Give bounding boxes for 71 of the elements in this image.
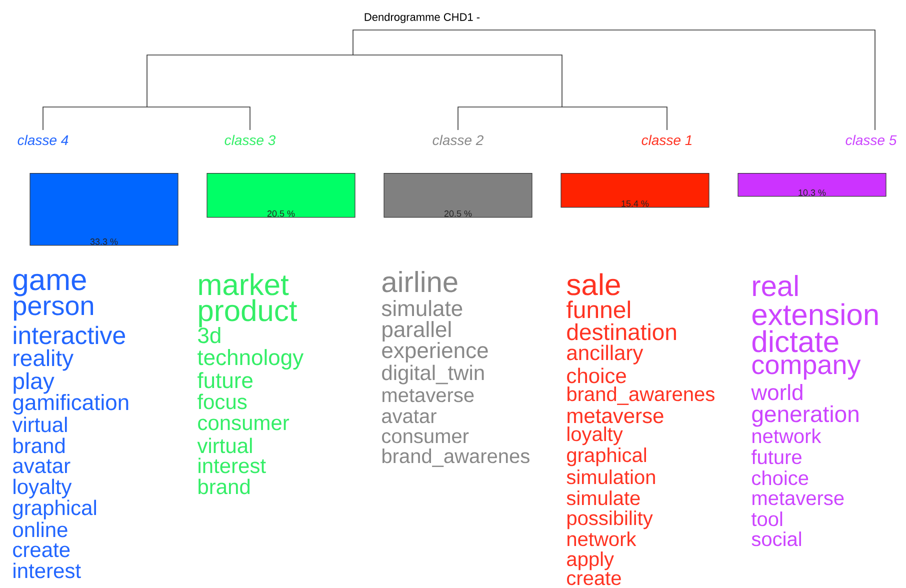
keyword: brand_awarenes (382, 448, 530, 467)
keyword: avatar (13, 459, 70, 474)
keyword: possibility (568, 510, 653, 530)
class-bar: 15.4 % (560, 173, 710, 208)
keyword: loyalty (568, 426, 623, 446)
keyword: interest (14, 562, 81, 578)
keyword: person (14, 300, 93, 321)
keyword: world (751, 384, 802, 400)
keyword: interactive (14, 326, 126, 344)
keyword: game (13, 274, 86, 296)
keyword: generation (752, 405, 858, 427)
keyword: brand (14, 438, 65, 454)
class-label: classe 2 (432, 134, 484, 146)
keyword: network (568, 532, 636, 546)
keyword: graphical (13, 500, 96, 520)
keyword: interest (198, 458, 266, 474)
keyword: tool (752, 512, 782, 526)
keyword: simulate (566, 490, 640, 506)
keyword: brand (198, 478, 250, 494)
keyword: graphical (567, 448, 646, 466)
keyword: social (752, 532, 801, 546)
keyword: create (13, 543, 70, 558)
keyword: loyalty (14, 478, 72, 498)
keyword: metaverse (382, 389, 474, 402)
keyword: choice (752, 470, 808, 486)
class-label: classe 1 (642, 134, 692, 146)
keyword: dictate (752, 330, 838, 352)
keyword: avatar (382, 410, 436, 424)
keyword: funnel (566, 300, 630, 318)
keyword: consumer (382, 432, 469, 444)
keyword: apply (567, 552, 614, 570)
keyword: market (199, 273, 289, 296)
keyword: online (13, 522, 68, 538)
keyword: metaverse (568, 409, 664, 424)
keyword: ancillary (567, 344, 644, 364)
keyword: parallel (382, 321, 451, 342)
title: Dendrogramme CHD1 - (364, 12, 480, 24)
keyword: 3d (198, 327, 220, 344)
keyword: airline (382, 270, 458, 292)
keyword: extension (752, 303, 878, 326)
keyword: product (199, 299, 298, 328)
class-label: classe 3 (224, 134, 276, 146)
class-bar: 10.3 % (738, 173, 886, 197)
class-bar: 20.5 % (384, 173, 532, 218)
keyword: reality (14, 349, 74, 371)
keyword: digital_twin (382, 364, 484, 384)
keyword: focus (198, 394, 247, 410)
keyword: virtual (12, 416, 67, 432)
keyword: future (751, 450, 802, 464)
keyword: metaverse (752, 492, 844, 506)
keyword: experience (382, 342, 488, 363)
keyword: consumer (198, 418, 290, 430)
keyword: virtual (197, 438, 252, 454)
keyword: company (752, 359, 861, 380)
class-bar: 33.3 % (30, 173, 178, 246)
keyword: brand_awarenes (568, 386, 714, 405)
keyword: simulate (382, 300, 462, 316)
keyword: real (753, 274, 798, 296)
keyword: play (14, 372, 54, 394)
keyword: gamification (13, 394, 128, 415)
keyword: destination (567, 323, 676, 340)
keyword: sale (567, 273, 620, 296)
keyword: network (752, 428, 822, 444)
class-label: classe 4 (18, 134, 68, 146)
keyword: create (567, 572, 621, 586)
class-bar: 20.5 % (206, 173, 356, 218)
class-label: classe 5 (846, 134, 897, 146)
keyword: technology (198, 349, 304, 370)
keyword: simulation (566, 470, 655, 484)
keyword: choice (567, 368, 626, 384)
keyword: future (198, 372, 252, 388)
